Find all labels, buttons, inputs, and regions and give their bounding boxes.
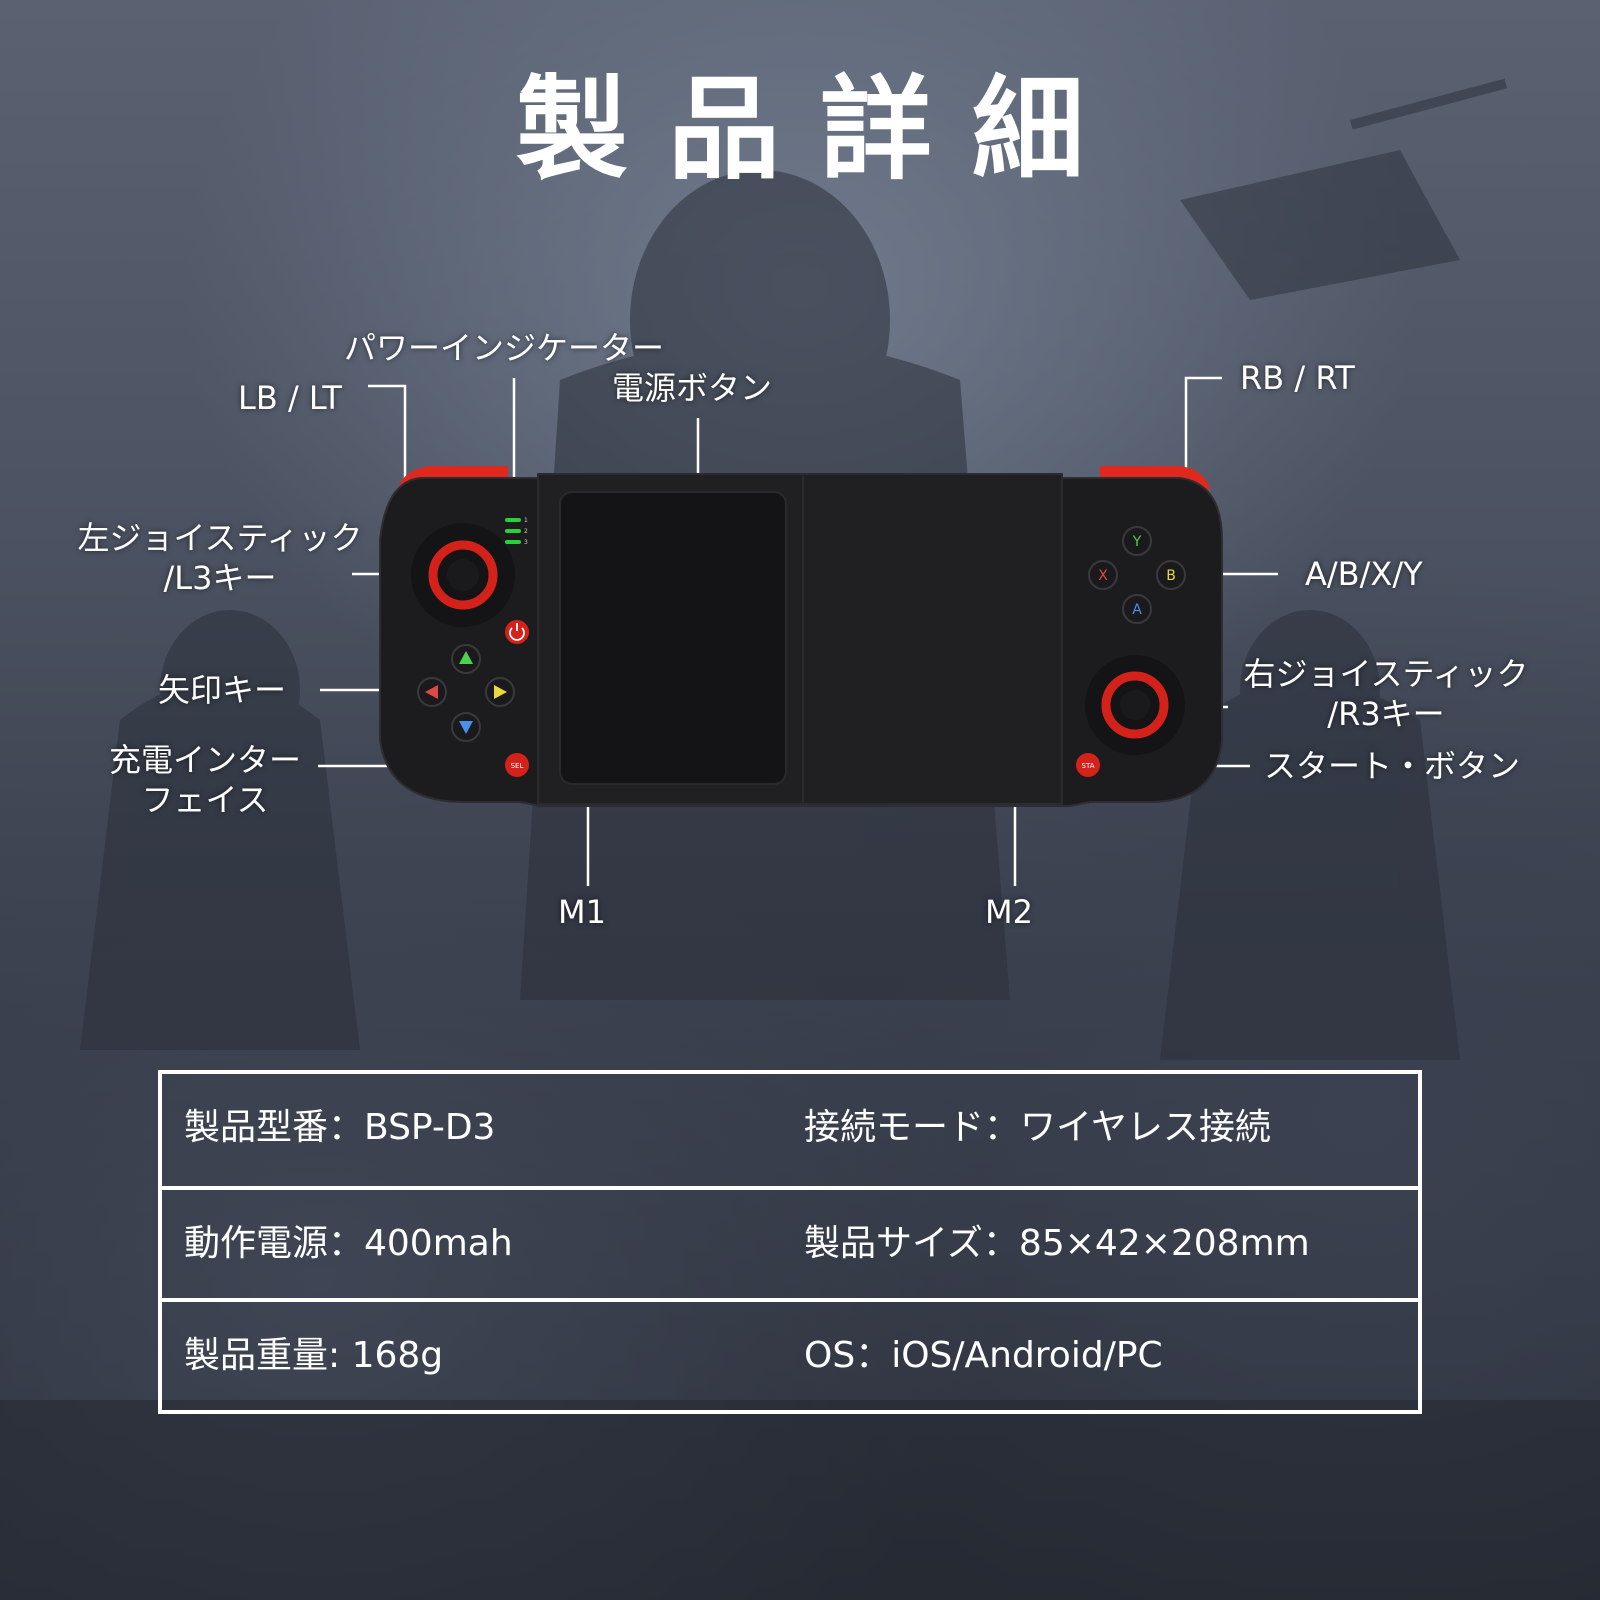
spec-connection-mode: 接続モード：ワイヤレス接続 <box>804 1107 1271 1148</box>
leader-line-lb-lt <box>368 384 407 478</box>
callout-charging-line1: 充電インター <box>108 741 301 779</box>
callout-rb-rt: RB / RT <box>1240 359 1355 397</box>
led-number-2: 2 <box>524 528 528 535</box>
callout-m2: M2 <box>985 893 1033 931</box>
callout-dpad: 矢印キー <box>158 671 287 709</box>
callout-charging-line2: フェイス <box>141 781 269 819</box>
spec-row: 動作電源：400mah 製品サイズ：85×42×208mm <box>162 1186 1418 1298</box>
spec-weight: 製品重量: 168g <box>184 1335 444 1376</box>
callout-left-joystick: 左ジョイスティック /L3キー <box>70 518 370 598</box>
callout-left-joystick-line2: /L3キー <box>163 559 277 597</box>
led-number-1: 1 <box>524 517 528 524</box>
spec-model: 製品型番：BSP-D3 <box>184 1107 496 1148</box>
callout-power-indicator: パワーインジケーター <box>344 329 665 367</box>
page-title: 製品詳細 <box>516 65 1124 195</box>
button-x-label: X <box>1098 568 1108 584</box>
start-button <box>1076 753 1100 777</box>
button-a-label: A <box>1132 602 1142 618</box>
callout-charging-interface: 充電インター フェイス <box>100 740 310 820</box>
callout-m1: M1 <box>558 893 606 931</box>
callout-start-button: スタート・ボタン <box>1264 747 1521 785</box>
select-button <box>505 753 529 777</box>
button-b-label: B <box>1166 568 1176 584</box>
leader-line-rb-rt <box>1184 376 1222 480</box>
phone-clamp-pad <box>559 491 787 785</box>
select-button-label: SEL <box>511 762 524 770</box>
dpad <box>417 644 515 742</box>
spec-row: 製品型番：BSP-D3 接続モード：ワイヤレス接続 <box>162 1074 1418 1186</box>
spec-power: 動作電源：400mah <box>184 1223 513 1264</box>
right-joystick <box>1085 655 1185 755</box>
spec-table: 製品型番：BSP-D3 接続モード：ワイヤレス接続 動作電源：400mah 製品… <box>158 1070 1422 1414</box>
callout-left-joystick-line1: 左ジョイスティック <box>77 519 363 557</box>
button-y-label: Y <box>1132 534 1142 550</box>
spec-os: OS：iOS/Android/PC <box>804 1335 1163 1376</box>
power-indicator-leds <box>505 518 521 544</box>
callout-right-joystick: 右ジョイスティック /R3キー <box>1226 654 1546 734</box>
power-button <box>505 620 529 644</box>
spec-size: 製品サイズ：85×42×208mm <box>804 1223 1310 1264</box>
left-joystick <box>411 523 515 627</box>
start-button-label: STA <box>1082 762 1095 770</box>
controller-illustration: 1 2 3 Y X B A SEL STA <box>368 376 1223 807</box>
callout-right-joystick-line1: 右ジョイスティック <box>1243 655 1529 693</box>
callout-lb-lt: LB / LT <box>238 379 342 417</box>
callout-abxy: A/B/X/Y <box>1305 555 1423 593</box>
callout-right-joystick-line2: /R3キー <box>1327 695 1445 733</box>
spec-row: 製品重量: 168g OS：iOS/Android/PC <box>162 1298 1418 1410</box>
led-number-3: 3 <box>524 539 528 546</box>
abxy-buttons <box>1088 526 1186 624</box>
callout-power-button: 電源ボタン <box>612 369 773 407</box>
